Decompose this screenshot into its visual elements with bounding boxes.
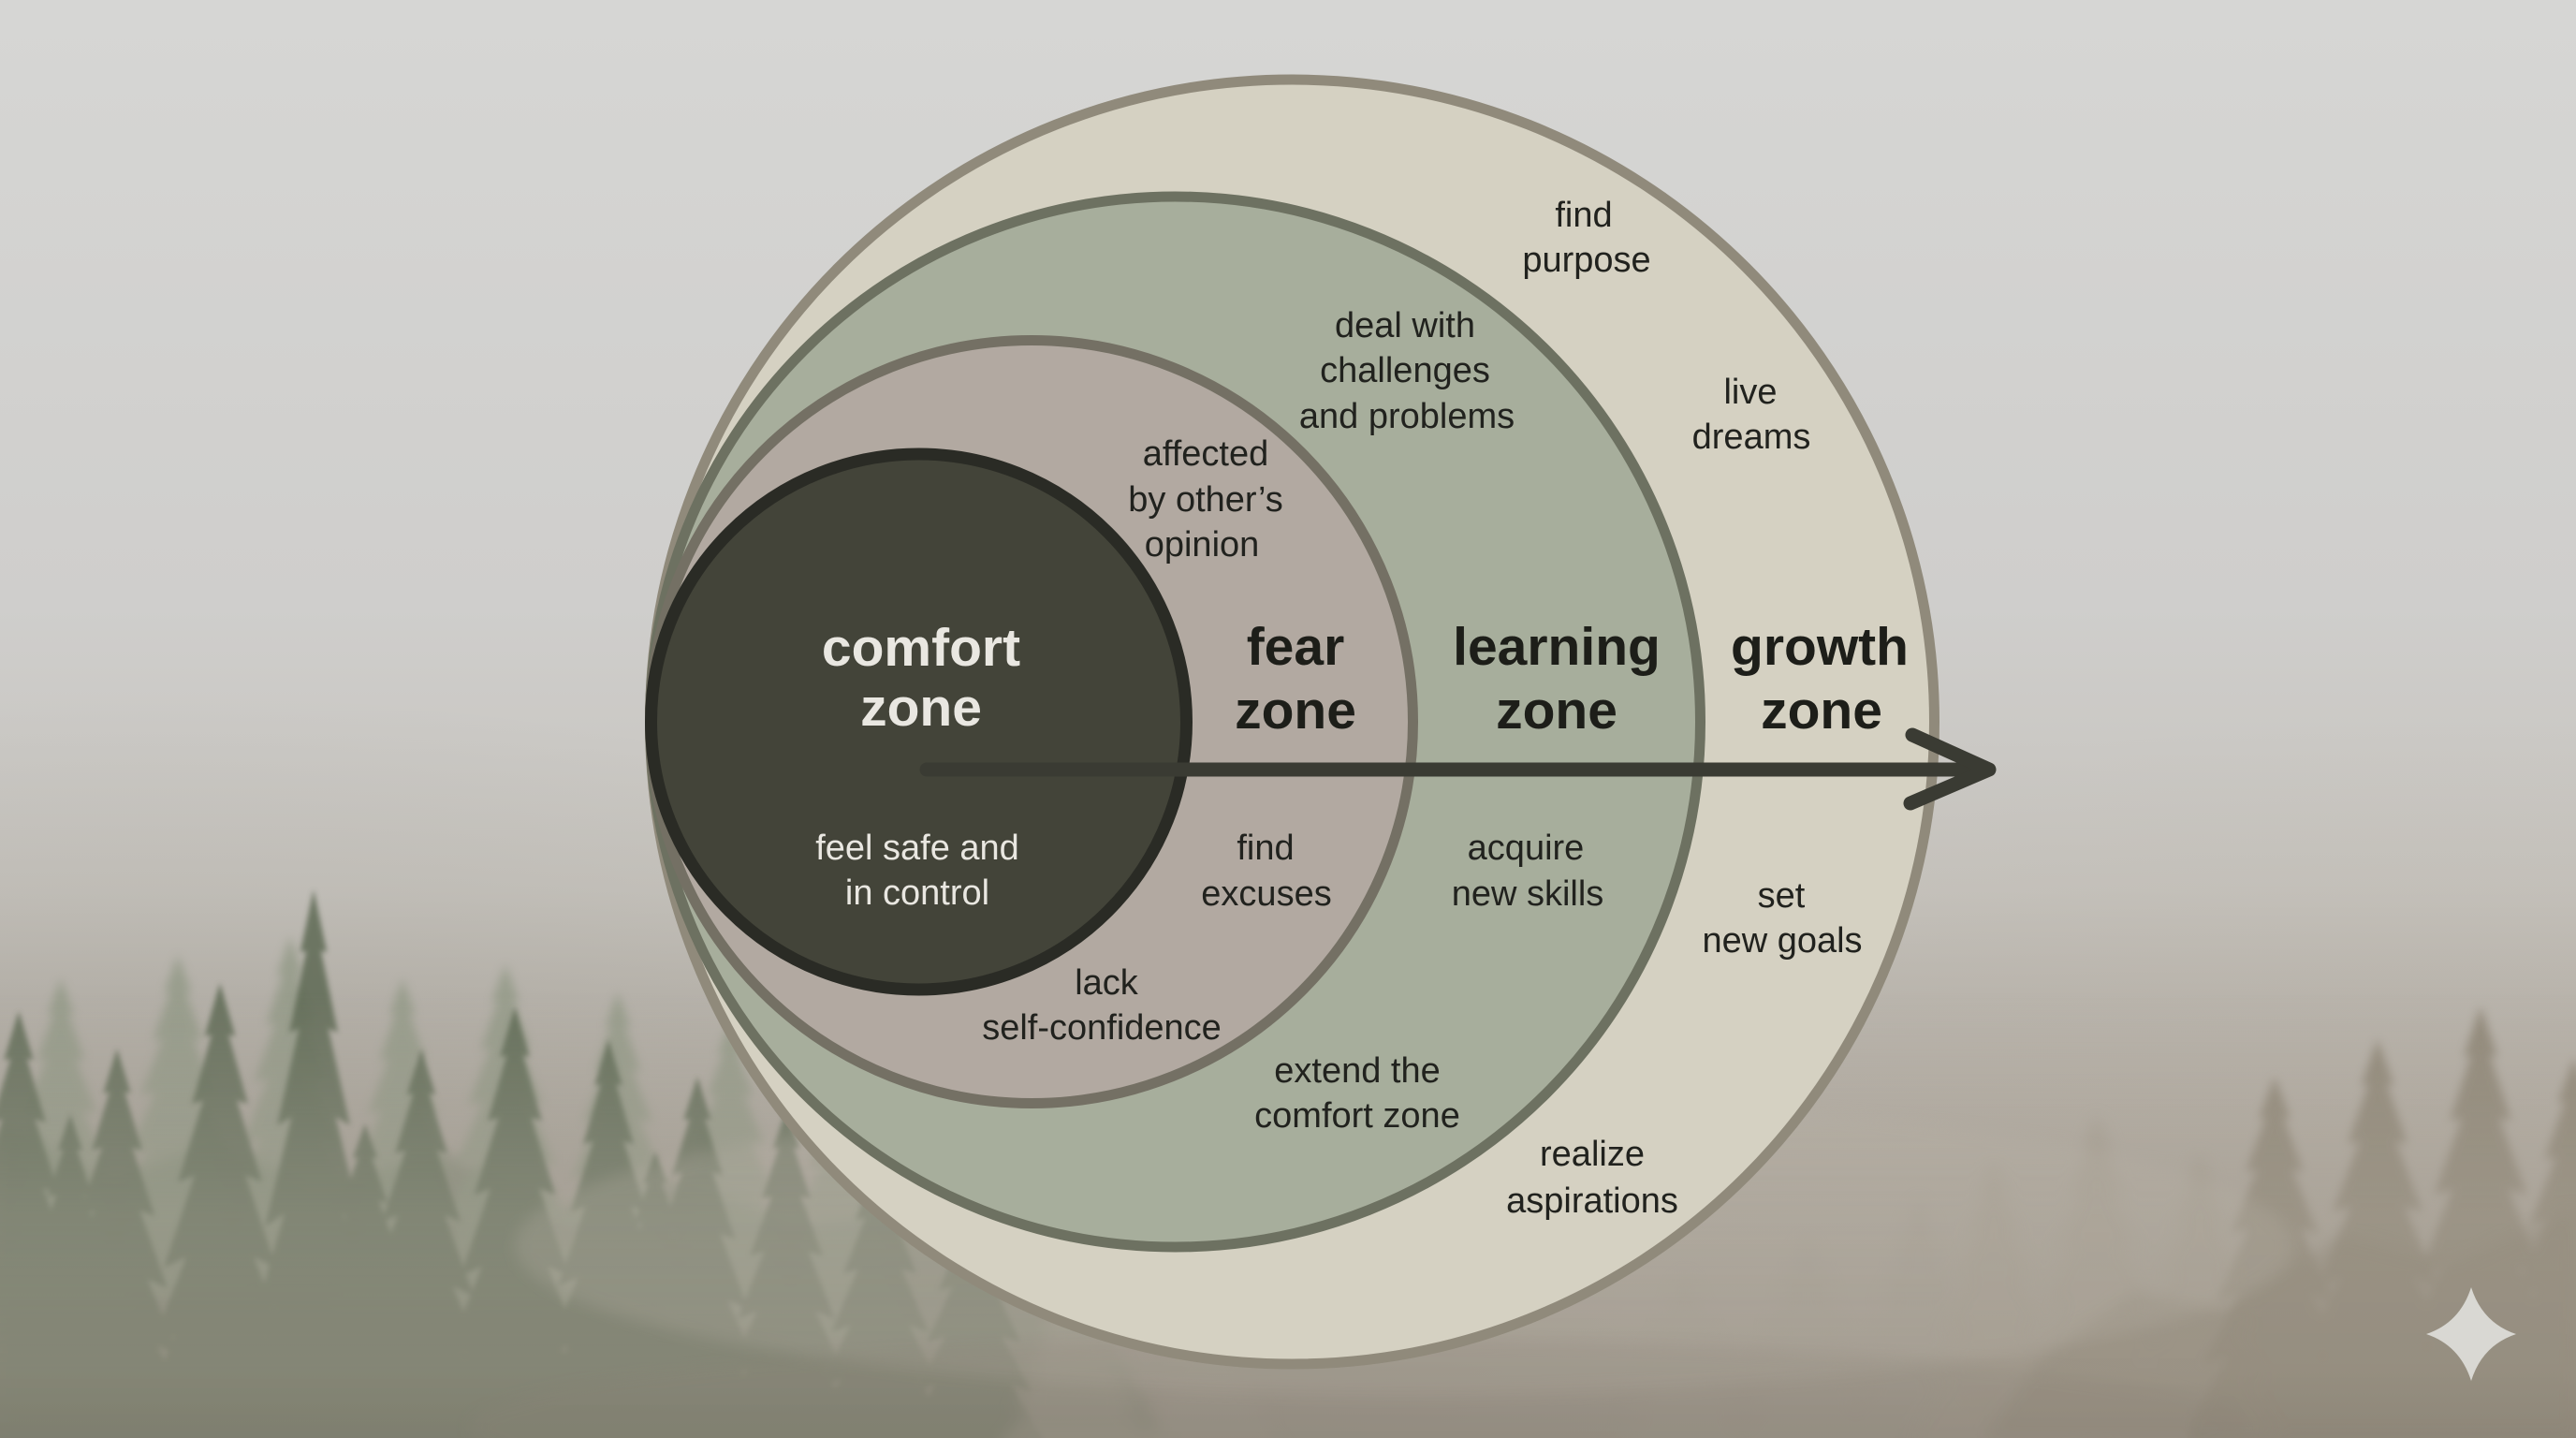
svg-text:new goals: new goals xyxy=(1702,921,1862,961)
svg-text:growth: growth xyxy=(1731,617,1909,677)
svg-text:zone: zone xyxy=(1496,681,1617,741)
svg-text:live: live xyxy=(1723,373,1777,412)
svg-text:find: find xyxy=(1555,196,1612,235)
svg-text:fear: fear xyxy=(1247,617,1345,677)
svg-text:by other’s: by other’s xyxy=(1128,480,1282,520)
svg-text:lack: lack xyxy=(1075,963,1139,1003)
svg-text:deal with: deal with xyxy=(1335,306,1475,345)
svg-text:comfort: comfort xyxy=(822,618,1020,678)
svg-text:realize: realize xyxy=(1540,1135,1645,1174)
svg-text:feel safe and: feel safe and xyxy=(815,829,1019,868)
svg-text:comfort zone: comfort zone xyxy=(1254,1096,1460,1136)
svg-text:in control: in control xyxy=(845,873,989,913)
svg-text:find: find xyxy=(1237,829,1294,868)
svg-text:new skills: new skills xyxy=(1452,874,1604,914)
svg-text:affected: affected xyxy=(1143,434,1269,474)
svg-text:zone: zone xyxy=(860,678,982,738)
svg-text:opinion: opinion xyxy=(1145,525,1260,565)
svg-text:extend the: extend the xyxy=(1274,1051,1440,1091)
svg-text:acquire: acquire xyxy=(1468,829,1585,868)
svg-text:aspirations: aspirations xyxy=(1506,1181,1678,1221)
svg-text:and problems: and problems xyxy=(1299,397,1515,436)
svg-text:purpose: purpose xyxy=(1522,241,1650,280)
svg-text:excuses: excuses xyxy=(1201,874,1331,914)
svg-text:learning: learning xyxy=(1453,617,1661,677)
svg-text:self-confidence: self-confidence xyxy=(982,1008,1222,1048)
svg-text:challenges: challenges xyxy=(1320,351,1490,390)
svg-text:dreams: dreams xyxy=(1692,418,1811,457)
svg-text:zone: zone xyxy=(1761,681,1882,741)
svg-text:set: set xyxy=(1758,876,1806,916)
svg-text:zone: zone xyxy=(1235,681,1356,741)
